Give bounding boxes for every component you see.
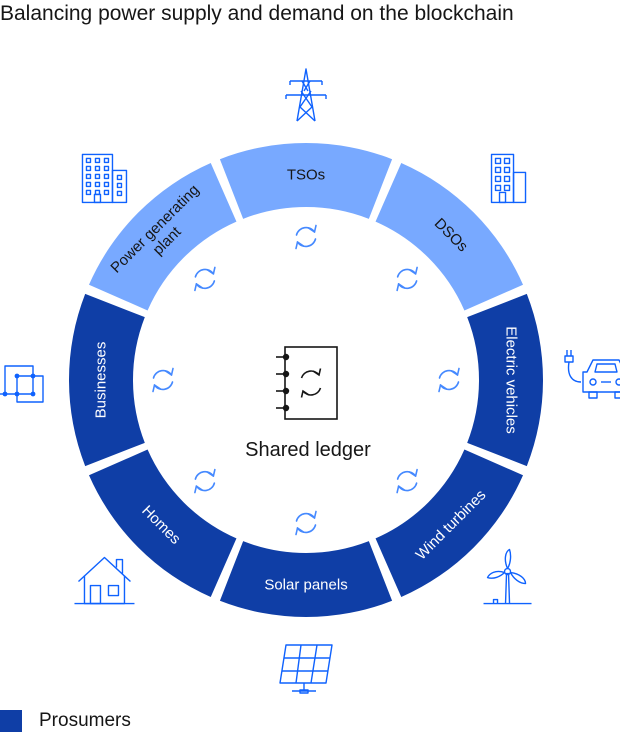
office-building-icon: [490, 153, 527, 204]
network-nodes-icon: [0, 365, 44, 403]
sync-icon: [396, 468, 418, 494]
sync-icon: [152, 367, 174, 393]
wind-turbine-icon: [483, 548, 532, 605]
outer-icons: [0, 68, 620, 694]
segment-label-businesses: Businesses: [93, 342, 110, 419]
segment-label-electric-vehicles: Electric vehicles: [503, 326, 520, 434]
house-icon: [74, 556, 135, 605]
segment-tsos: [219, 142, 393, 219]
sync-icon: [396, 266, 418, 292]
sync-icon: [194, 468, 216, 494]
sync-icon: [438, 367, 460, 393]
solar-panel-icon: [279, 644, 333, 694]
segment-solar-panels: [219, 541, 393, 618]
ring-segments: [69, 142, 543, 618]
ledger-icon: [276, 346, 338, 420]
sync-icon: [194, 266, 216, 292]
sync-icon: [295, 510, 317, 536]
segment-electric-vehicles: [467, 293, 543, 467]
legend: Prosumers: [0, 710, 131, 732]
segment-wind-turbines: [375, 449, 524, 598]
segment-power-plant: [88, 162, 237, 311]
legend-label: Prosumers: [39, 710, 131, 731]
segment-dsos: [375, 162, 524, 311]
legend-swatch: [0, 710, 22, 732]
electric-car-icon: [564, 350, 620, 399]
transmission-tower-icon: [285, 68, 327, 122]
segment-label-solar-panels: Solar panels: [264, 577, 347, 594]
sync-icons: [152, 224, 460, 536]
segment-label-tsos: TSOs: [287, 167, 325, 184]
segment-businesses: [69, 293, 145, 467]
sync-icon: [295, 224, 317, 250]
segment-homes: [88, 449, 237, 598]
center-label: Shared ledger: [245, 439, 371, 461]
power-plant-building-icon: [81, 153, 128, 204]
diagram-title: Balancing power supply and demand on the…: [0, 2, 514, 25]
